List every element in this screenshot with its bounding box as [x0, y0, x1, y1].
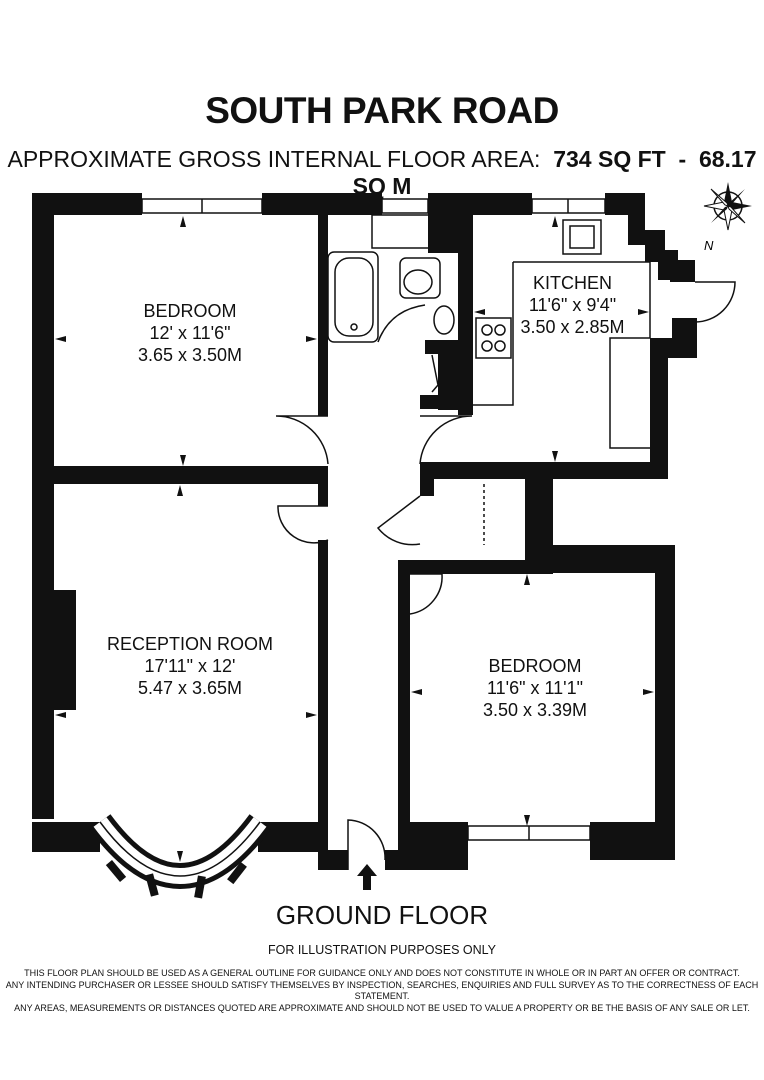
wall-entrance-b: [385, 850, 405, 870]
room-reception: RECEPTION ROOM 17'11" x 12' 5.47 x 3.65M: [70, 633, 310, 699]
room-imperial: 11'6" x 11'1": [486, 678, 584, 698]
wall-ne-4: [670, 260, 695, 282]
floor-area-sqft: 734 SQ FT: [553, 146, 666, 172]
measure-markers: [55, 216, 654, 862]
wall-bed2-south-a: [398, 822, 468, 870]
wall-cupboard: [438, 340, 458, 410]
room-bedroom-2: BEDROOM 11'6" x 11'1" 3.50 x 3.39M: [440, 655, 630, 721]
wall-kitchen-east: [650, 338, 668, 470]
entrance-arrow: [357, 864, 377, 890]
bath-door-arc: [377, 304, 426, 343]
kitchen-counter: [513, 261, 651, 449]
kitchen-sink: [562, 219, 602, 255]
wall-bed2-east: [655, 545, 675, 860]
floor-area-separator: -: [678, 146, 687, 172]
doors: [275, 281, 736, 870]
wall-bed1-east: [318, 193, 328, 416]
bathtub: [327, 251, 379, 343]
room-name: BEDROOM: [488, 656, 582, 676]
room-name: BEDROOM: [143, 301, 237, 321]
wall-bed2-west: [398, 560, 410, 870]
wall-entrance-a: [318, 850, 348, 870]
wall-reception-south-b: [258, 822, 328, 852]
room-metric: 3.50 x 2.85M: [520, 317, 625, 337]
hob: [475, 317, 512, 359]
chimney-breast: [54, 590, 76, 710]
wall-bed2-north-b: [525, 545, 675, 573]
basin: [433, 305, 455, 335]
disclaimer: THIS FLOOR PLAN SHOULD BE USED AS A GENE…: [0, 968, 764, 1014]
wall-reception-south-a: [32, 822, 100, 852]
floor-area-line: APPROXIMATE GROSS INTERNAL FLOOR AREA: 7…: [0, 146, 764, 200]
plan-title: SOUTH PARK ROAD: [205, 90, 559, 131]
bath-window-box: [371, 214, 433, 249]
bay-window: [89, 814, 271, 899]
room-metric: 3.50 x 3.39M: [482, 700, 588, 720]
room-imperial: 12' x 11'6": [149, 323, 231, 343]
wall-ne-1: [628, 193, 645, 245]
walls: [32, 193, 697, 870]
wall-kitchen-west: [458, 240, 473, 415]
toilet: [399, 257, 441, 299]
disclaimer-line: ANY AREAS, MEASUREMENTS OR DISTANCES QUO…: [14, 1002, 750, 1013]
illustration-note: FOR ILLUSTRATION PURPOSES ONLY: [267, 943, 497, 957]
wall-reception-east: [318, 540, 328, 870]
windows: [141, 198, 606, 841]
room-metric: 3.65 x 3.50M: [137, 345, 243, 365]
room-name: RECEPTION ROOM: [106, 634, 273, 654]
floor-label: GROUND FLOOR: [275, 900, 489, 930]
wall-north-a: [32, 193, 142, 215]
wall-corridor-a: [318, 466, 328, 506]
disclaimer-line: ANY INTENDING PURCHASER OR LESSEE SHOULD…: [5, 979, 759, 1002]
wall-bed2-south-b: [590, 822, 675, 860]
wall-hall-east-a: [420, 462, 434, 496]
room-bedroom-1: BEDROOM 12' x 11'6" 3.65 x 3.50M: [90, 300, 290, 366]
fixtures: [327, 219, 651, 449]
room-imperial: 11'6" x 9'4": [528, 295, 617, 315]
compass-north-letter: N: [704, 238, 714, 253]
wall-bed2-north-a: [398, 560, 533, 574]
room-kitchen: KITCHEN 11'6" x 9'4" 3.50 x 2.85M: [490, 272, 655, 338]
room-name: KITCHEN: [532, 273, 612, 293]
disclaimer-line: THIS FLOOR PLAN SHOULD BE USED AS A GENE…: [24, 968, 740, 978]
wall-cupboard-s: [420, 395, 458, 409]
wall-bed1-south: [32, 466, 328, 484]
room-imperial: 17'11" x 12': [144, 656, 236, 676]
floor-area-label: APPROXIMATE GROSS INTERNAL FLOOR AREA:: [7, 146, 541, 172]
room-metric: 5.47 x 3.65M: [137, 678, 243, 698]
compass-rose: [703, 182, 752, 231]
wall-west: [32, 193, 54, 819]
